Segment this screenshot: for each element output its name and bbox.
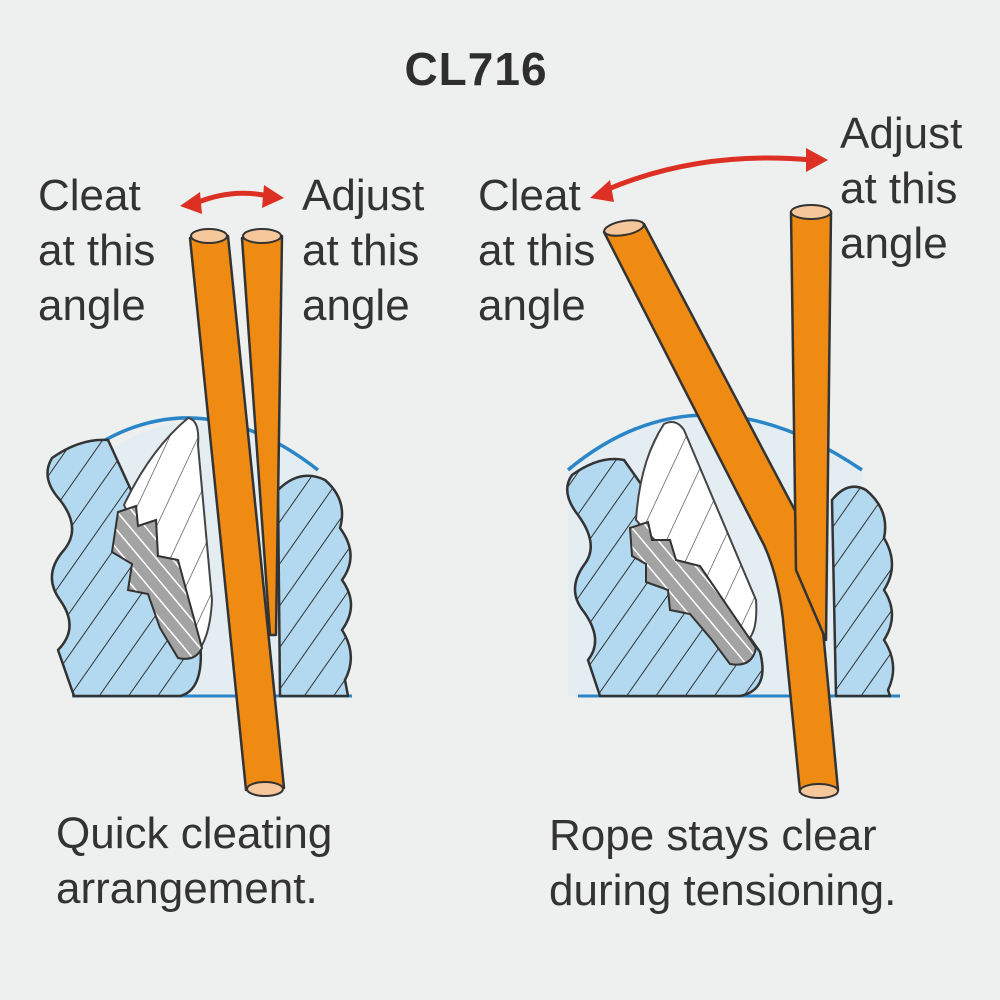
left-cleat-body-right (276, 474, 353, 698)
left-cam-jaw (122, 416, 214, 657)
right-caption: Rope stays clear during tensioning. (549, 811, 897, 915)
left-rope-cleat-end-bottom (246, 781, 284, 797)
right-rope-cleat-end-bottom (799, 783, 839, 799)
right-cleat-diagram (565, 148, 900, 799)
left-cleat-angle-label: Cleat at this angle (38, 171, 156, 330)
right-rope-cleat-end-top (603, 219, 645, 237)
diagram-title: CL716 (404, 43, 548, 95)
left-cam-teeth (110, 504, 204, 660)
right-cleat-body-right (830, 485, 895, 698)
left-rope-adjust-end (242, 228, 282, 244)
left-angle-double-arrow (180, 185, 284, 214)
right-cam-jaw (634, 421, 758, 642)
left-caption: Quick cleating arrangement. (56, 809, 333, 913)
left-rope-cleat-end-top (190, 228, 228, 244)
right-adjust-angle-label: Adjust at this angle (840, 109, 963, 268)
right-cleat-angle-label: Cleat at this angle (478, 171, 596, 330)
right-cam-teeth (628, 520, 758, 666)
right-angle-double-arrow (590, 148, 828, 202)
right-rope-adjust-end (790, 204, 832, 220)
left-adjust-angle-label: Adjust at this angle (302, 171, 425, 330)
left-cleat-diagram (46, 185, 353, 797)
